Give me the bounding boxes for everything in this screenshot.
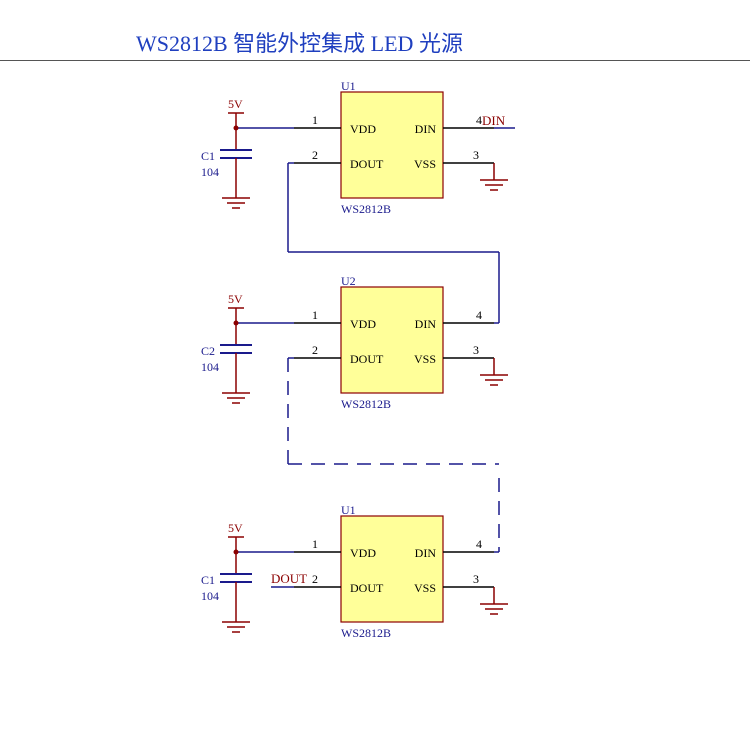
stage-2-chip-body — [340, 286, 444, 394]
stage-2-chip-ref: U2 — [341, 274, 356, 288]
stage-3-chip-part: WS2812B — [341, 626, 391, 640]
stage-3-chip-body — [340, 515, 444, 623]
stage-1-din-net-label: DIN — [482, 113, 506, 128]
stage-1-chip-body — [340, 91, 444, 199]
stage-1-pin-vdd: VDD — [350, 122, 376, 136]
stage-2-pin-num-4: 4 — [476, 308, 482, 322]
stage-2-pin-vss: VSS — [414, 352, 436, 366]
stage-2-cap-value: 104 — [201, 360, 219, 374]
stage-1-power-label: 5V — [228, 97, 243, 111]
stage-2-chip-part: WS2812B — [341, 397, 391, 411]
stage-1-pin-num-4: 4 — [476, 113, 482, 127]
stage-1-cap-value: 104 — [201, 165, 219, 179]
page-title: WS2812B 智能外控集成 LED 光源 — [136, 31, 463, 56]
stage-3-pin-num-1: 1 — [312, 537, 318, 551]
stage-3-dout-net-label: DOUT — [271, 571, 307, 586]
stage-1-cap-ref: C1 — [201, 149, 215, 163]
title-divider — [0, 60, 750, 61]
stage-3-power-label: 5V — [228, 521, 243, 535]
stage-3-pin-din: DIN — [415, 546, 437, 560]
stage-3-pin-num-3: 3 — [473, 572, 479, 586]
stage-1-pin-din: DIN — [415, 122, 437, 136]
stage-2-pin-num-3: 3 — [473, 343, 479, 357]
stage-3-cap-value: 104 — [201, 589, 219, 603]
stage-1-junction — [233, 125, 239, 131]
stage-3-pin-num-4: 4 — [476, 537, 482, 551]
stage-3-pin-vdd: VDD — [350, 546, 376, 560]
stage-1-pin-dout: DOUT — [350, 157, 384, 171]
stage-1-chip-ref: U1 — [341, 79, 356, 93]
stage-2-pin-dout: DOUT — [350, 352, 384, 366]
stage-2-cap-ref: C2 — [201, 344, 215, 358]
stage-1-chip-part: WS2812B — [341, 202, 391, 216]
stage-2-pin-num-2: 2 — [312, 343, 318, 357]
stage-1-pin-num-1: 1 — [312, 113, 318, 127]
stage-3-pin-dout: DOUT — [350, 581, 384, 595]
stage-1-pin-num-2: 2 — [312, 148, 318, 162]
stage-2-pin-din: DIN — [415, 317, 437, 331]
stage-3-pin-vss: VSS — [414, 581, 436, 595]
stage-1-pin-vss: VSS — [414, 157, 436, 171]
stage-3-chip-ref: U1 — [341, 503, 356, 517]
stage-2-junction — [233, 320, 239, 326]
stage-2-pin-num-1: 1 — [312, 308, 318, 322]
stage-2-pin-vdd: VDD — [350, 317, 376, 331]
stage-3-junction — [233, 549, 239, 555]
stage-3-pin-num-2: 2 — [312, 572, 318, 586]
stage-1-pin-num-3: 3 — [473, 148, 479, 162]
stage-2-power-label: 5V — [228, 292, 243, 306]
stage-3-cap-ref: C1 — [201, 573, 215, 587]
